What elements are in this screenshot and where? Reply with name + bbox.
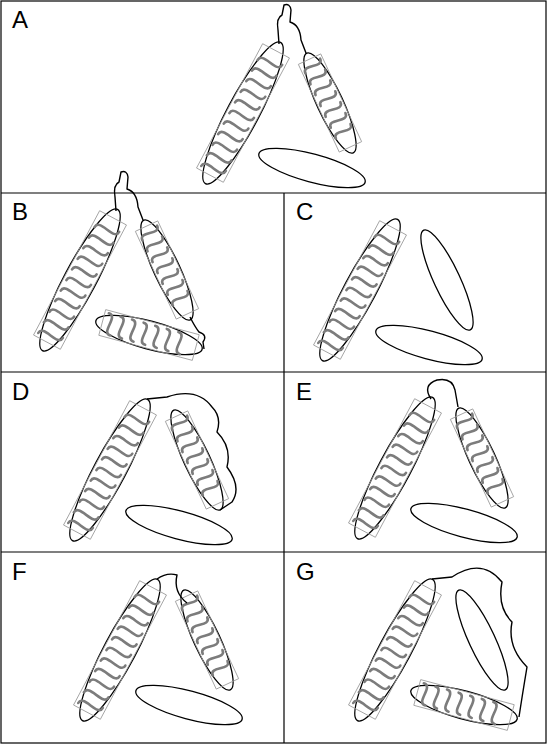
loop-line	[147, 394, 236, 510]
panel-drawing	[28, 172, 205, 363]
helix-ellipse	[372, 317, 485, 373]
helix-ellipse	[132, 677, 245, 733]
panel-drawing	[58, 392, 236, 553]
loop-line	[432, 568, 527, 717]
helix-ellipse	[255, 140, 368, 196]
helix-ellipse	[295, 48, 365, 159]
ellipse-outline	[92, 307, 205, 363]
helix-coil	[103, 313, 185, 354]
panel-drawing	[191, 5, 368, 196]
ellipse-outline	[407, 677, 520, 733]
panel-drawing	[308, 212, 485, 373]
ellipse-outline	[255, 140, 368, 196]
panel-divider	[1, 551, 546, 552]
helix-ellipse	[447, 403, 517, 514]
ellipse-outline	[122, 497, 235, 553]
helix-coil	[179, 596, 230, 676]
panel-letter: C	[296, 200, 313, 224]
panel-drawing	[68, 572, 245, 733]
panel-divider	[1, 192, 546, 193]
helix-box	[175, 591, 238, 689]
panel-letter: B	[12, 200, 28, 224]
ellipse-outline	[172, 585, 242, 696]
helix-ellipse	[407, 495, 520, 551]
helix-box	[298, 54, 361, 152]
helix-box	[450, 409, 513, 507]
helix-ellipse	[447, 585, 517, 696]
ellipse-outline	[412, 225, 482, 336]
panel-divider	[1, 371, 546, 372]
helix-box	[135, 221, 198, 319]
helix-ellipse	[172, 585, 242, 696]
ellipse-outline	[407, 495, 520, 551]
ellipse-outline	[162, 405, 232, 516]
ellipse-outline	[295, 48, 365, 159]
panel-drawing	[343, 568, 527, 733]
loop-line	[115, 172, 144, 220]
panel-letter: G	[296, 560, 315, 584]
ellipse-outline	[132, 215, 202, 326]
loop-line	[428, 379, 458, 407]
loop-line	[190, 317, 205, 349]
helix-coil	[418, 683, 500, 724]
ellipse-outline	[447, 585, 517, 696]
panel-letter: F	[12, 560, 27, 584]
loop-line	[157, 574, 187, 603]
panel-letter: D	[12, 380, 29, 404]
helix-ellipse	[92, 307, 205, 363]
panel-letter: E	[296, 380, 312, 404]
helix-ellipse	[407, 677, 520, 733]
helix-ellipse	[122, 497, 235, 553]
helix-box	[99, 310, 199, 361]
loop-line	[278, 5, 307, 53]
helix-coil	[139, 226, 190, 306]
panel-divider	[283, 193, 284, 743]
helix-coil	[302, 59, 353, 139]
panel-drawing	[343, 379, 520, 550]
ellipse-outline	[372, 317, 485, 373]
ellipse-outline	[132, 677, 245, 733]
helix-box	[414, 680, 514, 731]
helix-coil	[169, 416, 220, 496]
helix-ellipse	[132, 215, 202, 326]
panel-letter: A	[12, 8, 28, 32]
helix-ellipse	[162, 405, 232, 516]
helix-coil	[454, 414, 505, 494]
helix-ellipse	[412, 225, 482, 336]
ellipse-outline	[447, 403, 517, 514]
